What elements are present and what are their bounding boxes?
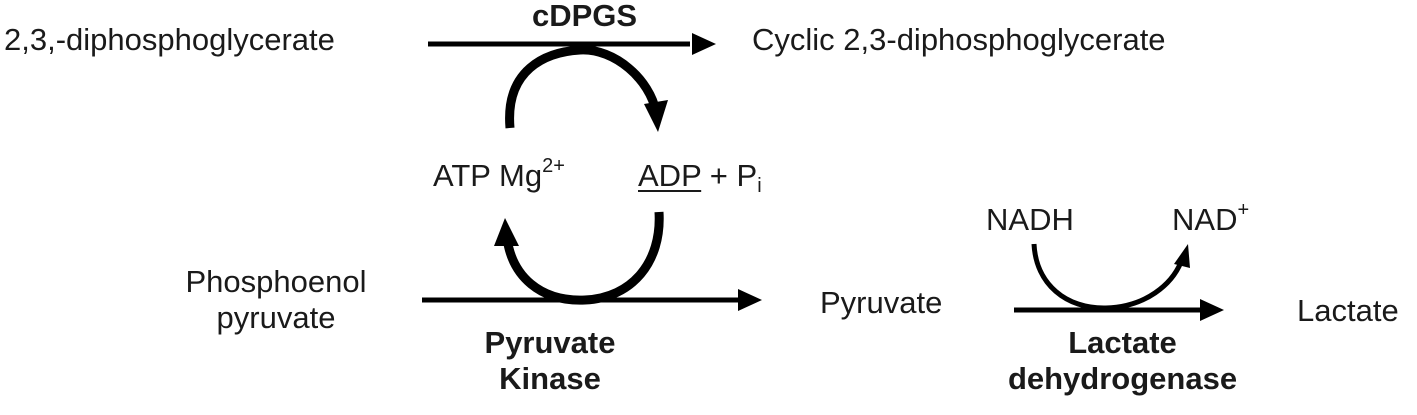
pk-adp-to-atp-curve [502, 211, 664, 305]
dpg-label: 2,3,-diphosphoglycerate [4, 22, 335, 57]
phosphoenol-pyruvate-label: Phosphoenol pyruvate [160, 264, 392, 336]
phosphate-subscript: i [757, 175, 762, 197]
cdpgs-atp-to-adp-curve [505, 45, 661, 129]
phosphoenol-pyruvate-line-1: Phosphoenol [185, 264, 367, 299]
nadh-label: NADH [986, 202, 1074, 237]
nad-charge: + [1237, 199, 1250, 221]
ldh-nadh-to-nad-curve [1031, 243, 1184, 311]
pyruvate-kinase-line-1: Pyruvate [484, 325, 616, 360]
mg-charge: 2+ [542, 155, 565, 177]
cdpgs-enzyme-label: cDPGS [532, 0, 638, 33]
plus-phosphate-text: + P [701, 158, 758, 193]
adp-text: ADP [638, 158, 702, 193]
atp-mg-text: ATP Mg [433, 158, 543, 193]
lactate-dehydrogenase-line-1: Lactate [1068, 325, 1177, 360]
pyruvate-kinase-line-2: Kinase [499, 361, 601, 396]
atp-mg-label: ATP Mg2+ [433, 155, 565, 194]
phosphoenol-pyruvate-line-2: pyruvate [216, 300, 336, 335]
cdpgs-adp-arrowhead [644, 100, 668, 132]
cdpgs-arrowhead [692, 33, 716, 55]
lactate-dehydrogenase-line-2: dehydrogenase [1007, 361, 1238, 396]
adp-pi-label: ADP + Pi [638, 158, 762, 197]
ldh-arrowhead [1200, 299, 1224, 321]
cyclic-dpg-label: Cyclic 2,3-diphosphoglycerate [752, 22, 1166, 57]
ldh-nad-arrowhead [1174, 244, 1190, 268]
pk-atp-arrowhead [494, 218, 519, 246]
nad-text: NAD [1172, 202, 1238, 237]
nad-label: NAD+ [1172, 199, 1250, 238]
lactate-label: Lactate [1297, 293, 1399, 328]
pyruvate-kinase-arrowhead [738, 289, 762, 311]
lactate-dehydrogenase-enzyme-label: Lactate dehydrogenase [1000, 325, 1245, 397]
pyruvate-label: Pyruvate [820, 285, 943, 320]
pyruvate-kinase-enzyme-label: Pyruvate Kinase [455, 325, 645, 397]
